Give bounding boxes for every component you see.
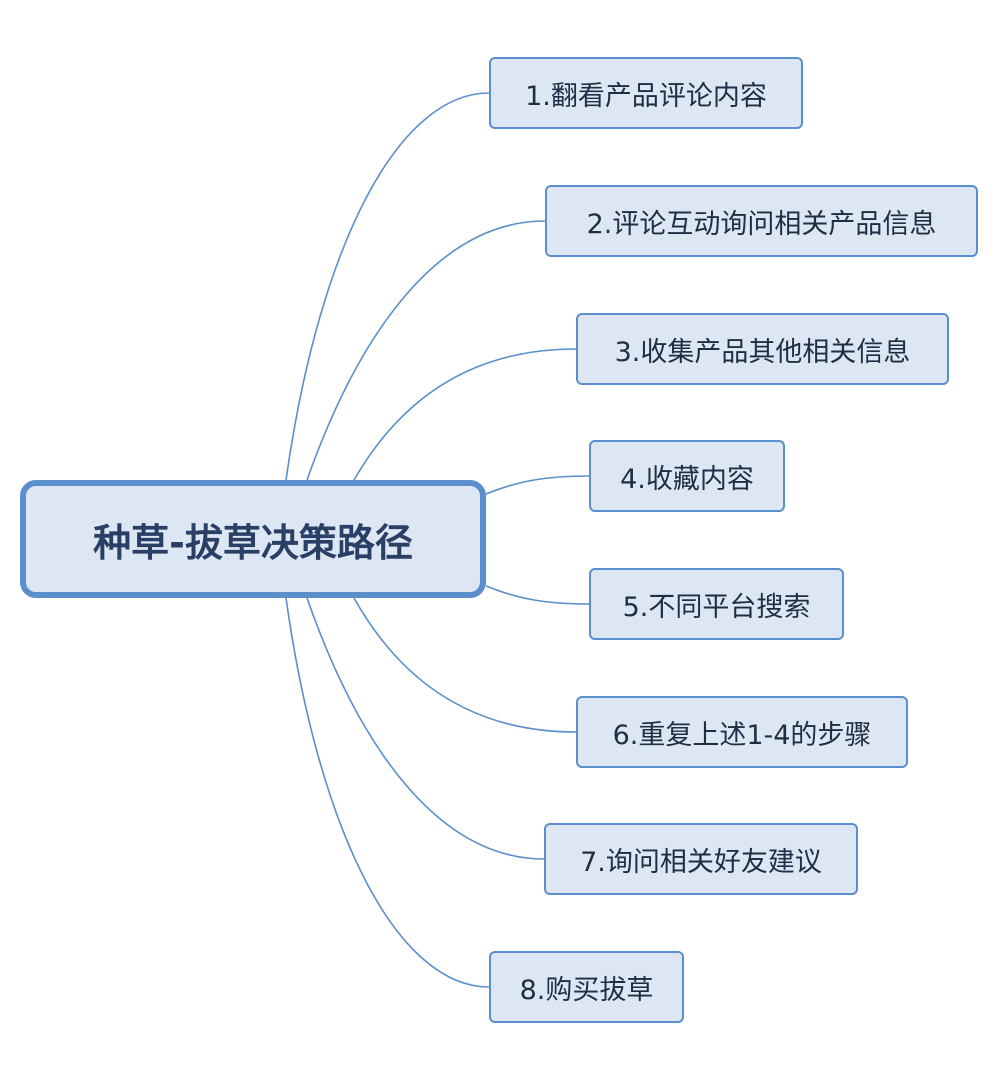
step-label: 5.不同平台搜索 (622, 591, 811, 623)
connector-4 (485, 475, 590, 495)
root-topic[interactable]: 种草-拔草决策路径 (20, 480, 486, 598)
step-label: 4.收藏内容 (620, 463, 754, 495)
step-node-4[interactable]: 4.收藏内容 (589, 440, 785, 512)
connector-6 (353, 597, 577, 733)
step-node-6[interactable]: 6.重复上述1-4的步骤 (576, 696, 908, 768)
connector-3 (353, 348, 577, 481)
step-node-1[interactable]: 1.翻看产品评论内容 (489, 57, 803, 129)
connector-7 (306, 597, 545, 860)
step-label: 6.重复上述1-4的步骤 (612, 719, 872, 751)
connector-8 (285, 597, 490, 988)
root-topic-label: 种草-拔草决策路径 (93, 520, 413, 565)
step-node-8[interactable]: 8.购买拔草 (489, 951, 684, 1023)
step-label: 8.购买拔草 (519, 974, 654, 1006)
connector-1 (285, 92, 490, 481)
step-node-2[interactable]: 2.评论互动询问相关产品信息 (545, 185, 978, 257)
step-label: 7.询问相关好友建议 (580, 846, 822, 878)
step-label: 1.翻看产品评论内容 (525, 80, 767, 112)
step-node-5[interactable]: 5.不同平台搜索 (589, 568, 844, 640)
step-label: 2.评论互动询问相关产品信息 (586, 208, 937, 240)
connector-5 (485, 585, 590, 605)
step-node-7[interactable]: 7.询问相关好友建议 (544, 823, 858, 895)
connector-2 (306, 220, 546, 481)
step-node-3[interactable]: 3.收集产品其他相关信息 (576, 313, 949, 385)
step-label: 3.收集产品其他相关信息 (614, 336, 911, 368)
